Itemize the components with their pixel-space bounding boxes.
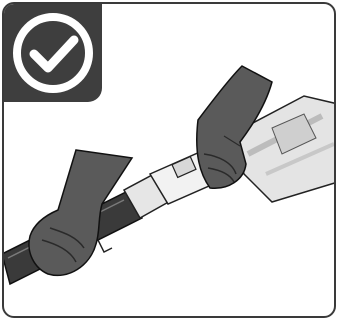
instruction-card bbox=[2, 2, 336, 318]
check-badge bbox=[4, 4, 102, 102]
checkmark-circle-icon bbox=[10, 10, 96, 96]
